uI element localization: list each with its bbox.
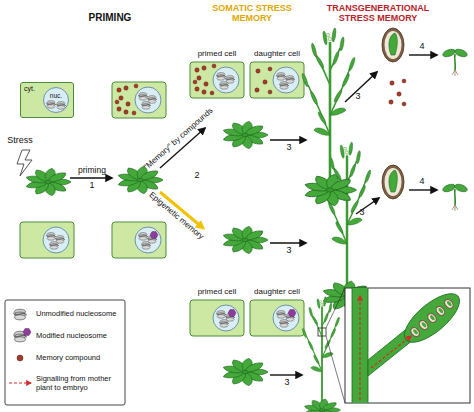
stress-bolt: [17, 150, 32, 176]
step-number: 3: [354, 208, 370, 218]
silique-detail: [352, 288, 368, 403]
legend-row: Unmodified nucleosome: [36, 309, 122, 318]
flowering-plant: [320, 142, 373, 311]
cell-icon: [228, 310, 236, 317]
node-text: cyt.: [24, 85, 35, 92]
arrow-label: Epigenetic memory: [139, 184, 214, 249]
rosette-plant: [222, 121, 268, 149]
cell-icon: [193, 64, 216, 95]
step-number: 3: [281, 246, 297, 256]
silique-detail: [352, 288, 467, 403]
cell-icon: [150, 232, 158, 239]
step-number: 1: [82, 181, 102, 191]
cell-icon: [20, 222, 74, 258]
process-arrow: [270, 242, 306, 243]
legend-text: Unmodified nucleosome: [36, 309, 116, 318]
cell-label: primed cell: [187, 50, 247, 59]
rosette-plant: [117, 166, 163, 194]
memory-compound-dots: [389, 79, 406, 106]
section-heading: SOMATIC STRESS MEMORY: [212, 4, 292, 24]
silique-detail: [434, 304, 448, 318]
legend-frame: [5, 300, 125, 405]
process-arrow: [409, 189, 437, 190]
step-number: 4: [414, 177, 430, 187]
cell-icon: [250, 300, 304, 336]
cell-icon: [115, 84, 138, 115]
silique-detail: [425, 311, 439, 325]
cell-icon: [112, 222, 166, 258]
zoom-line: [326, 288, 345, 403]
process-arrow: [356, 198, 379, 214]
memory-compound-dots: [389, 79, 406, 106]
rosette-plant: [222, 358, 268, 386]
step-number: 4: [414, 42, 430, 52]
step-number: 3: [281, 143, 297, 153]
cell-icon: [250, 62, 304, 98]
rosette-plant: [222, 226, 268, 254]
cell-icon: [112, 222, 166, 258]
rosette-plant: [25, 168, 71, 196]
nucleosome-icon: [13, 309, 27, 320]
nucleus-circle: nuc.: [43, 87, 69, 113]
stress-label: Stress: [0, 136, 40, 146]
silique-detail: [417, 318, 431, 332]
cell-box: cyt. nuc.: [20, 82, 74, 118]
cell-icon: [190, 62, 244, 98]
process-arrow: [270, 374, 302, 375]
silique-detail: [371, 336, 411, 368]
process-arrow: [270, 139, 306, 140]
step-number: 3: [279, 378, 295, 388]
silique-detail: [442, 297, 456, 311]
cell-icon: [190, 300, 244, 336]
signal-arrow: [9, 382, 31, 383]
cell-icon: [255, 67, 272, 94]
cell-icon: [288, 310, 296, 317]
legend-text: Signalling from mother plant to embryo: [36, 374, 111, 392]
cell-label: daughter cell: [247, 50, 307, 59]
node-text: nuc.: [44, 92, 68, 99]
cell-icon: [112, 82, 166, 118]
cell-label: daughter cell: [247, 288, 307, 297]
cell-label: primed cell: [187, 288, 247, 297]
nucleosome-icon: [56, 102, 66, 110]
memory-compound-dot: [17, 355, 23, 361]
legend-text: Memory compound: [36, 353, 100, 362]
step-number: 3: [350, 92, 366, 102]
legend-text: Modified nucleosome: [36, 331, 107, 340]
section-heading: PRIMING: [75, 12, 145, 23]
process-arrow: [70, 177, 112, 178]
arrow-label: priming: [67, 166, 117, 175]
cell-icon: [190, 62, 244, 98]
cell-icon: [112, 82, 166, 118]
legend-row: Signalling from mother plant to embryo: [36, 374, 122, 392]
legend-row: Modified nucleosome: [36, 331, 122, 340]
seedling-icon: [442, 183, 468, 211]
nucleosome-icon: [46, 101, 56, 109]
process-arrow: [345, 72, 377, 102]
cell-icon: [20, 222, 74, 258]
zoom-box: [318, 328, 326, 336]
cell-icon: [250, 300, 304, 336]
modified-mark: [23, 329, 31, 336]
seedling-icon: [442, 48, 468, 76]
seed-icon: [382, 165, 404, 199]
process-arrow: [409, 54, 437, 55]
silique-detail: [359, 296, 360, 400]
cell-icon: [250, 62, 304, 98]
step-number: 2: [189, 171, 205, 181]
silique-detail: [397, 288, 467, 351]
cell-icon: [190, 300, 244, 336]
seed-icon: [382, 28, 404, 62]
flowering-plant: [302, 296, 341, 412]
arrow-label: "Memory" by compounds: [139, 103, 220, 176]
legend-row: Memory compound: [36, 353, 122, 362]
flowering-plant: [301, 28, 356, 206]
section-heading: TRANSGENERATIONAL STRESS MEMORY: [322, 4, 434, 24]
